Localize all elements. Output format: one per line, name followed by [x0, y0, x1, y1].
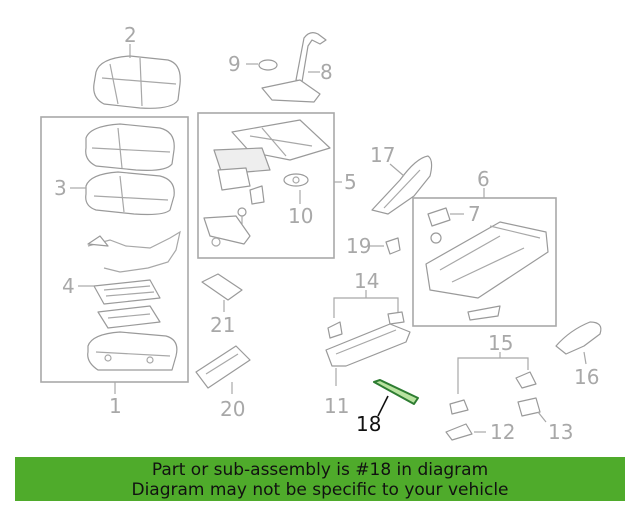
part-20-panel[interactable]	[195, 345, 251, 389]
part-7-switch[interactable]	[427, 207, 451, 227]
part-12-cover[interactable]	[445, 423, 473, 441]
part-16-trim[interactable]	[555, 321, 602, 355]
callout-13: 13	[548, 420, 573, 444]
part-switch-module[interactable]	[217, 167, 265, 205]
part-4-heater-element[interactable]	[93, 279, 161, 305]
callout-21: 21	[210, 313, 235, 337]
callout-1: 1	[109, 394, 122, 418]
part-8-seat-belt-guide[interactable]	[261, 32, 327, 103]
part-heater-lower[interactable]	[97, 305, 161, 329]
callout-4: 4	[62, 274, 75, 298]
info-banner: Part or sub-assembly is #18 in diagram D…	[15, 457, 625, 501]
part-15-cover-upper[interactable]	[515, 371, 537, 389]
callout-5: 5	[344, 170, 357, 194]
part-19-clip[interactable]	[385, 237, 401, 255]
callout-8: 8	[320, 60, 333, 84]
part-seat-frame-cushion[interactable]	[213, 119, 331, 175]
part-10-motor[interactable]	[283, 173, 309, 187]
callout-19: 19	[346, 234, 371, 258]
part-13-cover[interactable]	[517, 397, 541, 417]
callout-3: 3	[54, 176, 67, 200]
callout-16: 16	[574, 365, 599, 389]
banner-line-2: Diagram may not be specific to your vehi…	[131, 480, 509, 500]
part-seat-track-assembly[interactable]	[425, 221, 549, 321]
part-18-highlighted[interactable]	[373, 379, 419, 405]
part-14-cap-right[interactable]	[387, 311, 405, 325]
callout-6: 6	[477, 167, 490, 191]
group-box-5	[197, 112, 335, 259]
arrow-18	[377, 395, 389, 417]
part-11-rail-cover[interactable]	[325, 323, 411, 367]
callout-7: 7	[468, 202, 481, 226]
part-17-side-trim[interactable]	[371, 155, 433, 215]
part-9-clip[interactable]	[258, 59, 278, 71]
part-cushion-frame-pan[interactable]	[87, 331, 178, 371]
callout-10: 10	[288, 204, 313, 228]
banner-line-1: Part or sub-assembly is #18 in diagram	[151, 460, 489, 480]
callout-18: 18	[356, 412, 381, 436]
callout-9: 9	[228, 52, 241, 76]
part-15-cover-lower[interactable]	[449, 399, 469, 415]
part-3-cushion-pad[interactable]	[85, 171, 175, 216]
part-21-cover[interactable]	[201, 273, 243, 301]
callout-15: 15	[488, 331, 513, 355]
parts-diagram: 2 3 4 1 9 8	[40, 23, 602, 444]
callout-20: 20	[220, 397, 245, 421]
bracket-15	[457, 357, 529, 394]
part-cushion-upper[interactable]	[85, 123, 175, 171]
callout-11: 11	[324, 394, 349, 418]
callout-14: 14	[354, 269, 379, 293]
callout-12: 12	[490, 420, 515, 444]
part-bracket[interactable]	[203, 215, 251, 247]
part-14-cap-left[interactable]	[327, 321, 343, 339]
part-wire-harness[interactable]	[87, 230, 181, 273]
part-2-cushion-cover[interactable]	[93, 55, 181, 109]
part-screw[interactable]	[237, 207, 247, 224]
callout-17: 17	[370, 143, 395, 167]
callout-2: 2	[124, 23, 137, 47]
